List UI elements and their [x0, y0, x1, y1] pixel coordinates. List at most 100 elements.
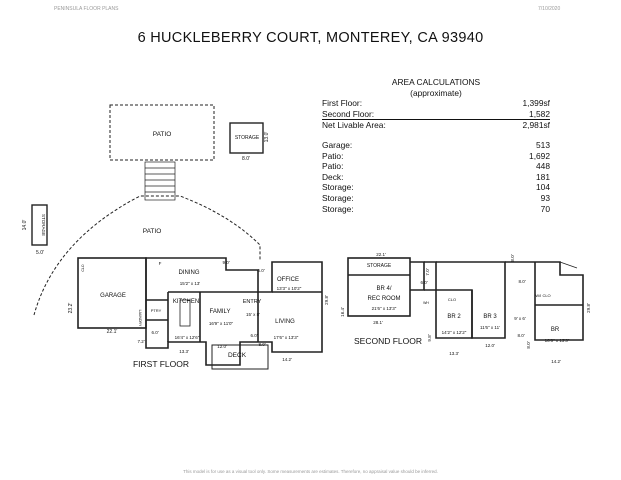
room-label-laundry: LAUNDRY — [138, 310, 142, 327]
dim-9-0: 9.0' — [222, 260, 229, 265]
dim-br4-w: 28.1' — [373, 320, 383, 325]
dim-entry: 15' x 8' — [246, 312, 260, 317]
dim-13-3: 13.3' — [179, 349, 189, 354]
date-label: 7/10/2020 — [538, 6, 561, 12]
dim-9x6: 9' x 6' — [514, 316, 526, 321]
area-value: 1,582 — [529, 108, 550, 119]
dim-storage-top-h: 13.0' — [264, 132, 270, 143]
dim-garage-w: 22.1' — [107, 329, 118, 335]
room-label-garage: GARAGE — [100, 293, 126, 299]
dim-living: 17'6" x 13'3" — [274, 335, 299, 340]
area-label: Deck: — [322, 171, 344, 182]
room-label-storage-left: STORAGE — [41, 214, 46, 236]
area-row: Patio: 1,692 — [322, 151, 550, 162]
area-label: Patio: — [322, 161, 344, 172]
dim-storage-2f: 22.1' — [376, 252, 386, 257]
room-label-br: BR — [551, 327, 560, 333]
dim-br-w: 14.2' — [551, 359, 561, 364]
area-label: Garage: — [322, 139, 353, 150]
dim-br2: 14'2" x 12'2" — [442, 330, 467, 335]
deck-outline — [211, 344, 269, 370]
area-value: 70 — [540, 203, 550, 214]
area-label: Storage: — [322, 203, 354, 214]
area-row: Storage:93 — [322, 193, 550, 204]
room-label-br3: BR 3 — [483, 314, 497, 320]
dim-8-0c: 8.0' — [526, 341, 531, 348]
dim-8-0d: 8.0' — [510, 254, 515, 261]
room-label-dining: DINING — [179, 270, 200, 276]
dim-garage-h: 23.2' — [68, 303, 74, 314]
storage-left-outline — [31, 204, 48, 246]
room-label-office: OFFICE — [277, 277, 299, 283]
dim-storage-left-w: 5.0' — [36, 250, 44, 256]
dim-br3-w: 12.0' — [485, 343, 495, 348]
dim-dining: 15'2" x 13' — [180, 281, 201, 286]
dim-8-0a: 8.0' — [518, 279, 525, 284]
dim-6-0b: 6.0' — [257, 268, 264, 273]
dim-6-0-2f: 6.0' — [420, 280, 427, 285]
room-label-kitchen: KITCHEN — [173, 299, 199, 305]
brand-label: PENINSULA FLOOR PLANS — [54, 6, 119, 12]
area-row: First Floor: 1,399sf — [322, 98, 550, 109]
first-floor-walls — [145, 257, 323, 366]
dim-8-0: 8.0' — [258, 342, 265, 347]
dim-office: 13'3" x 10'2" — [277, 286, 302, 291]
dim-br4: 21'6" x 13'3" — [372, 306, 397, 311]
dim-8-0b: 8.0' — [517, 333, 524, 338]
area-row: Storage: 70 — [322, 204, 550, 215]
dim-6-0a: 6.0' — [151, 330, 158, 335]
room-label-walkin-closet: W/I CLO — [535, 293, 550, 298]
area-value: 448 — [536, 161, 550, 172]
first-floor-caption: FIRST FLOOR — [133, 359, 189, 369]
dim-family: 16'9" x 11'0" — [209, 321, 234, 326]
room-label-patio-top: PATIO — [153, 131, 172, 138]
exterior-stairs — [144, 161, 176, 201]
area-label: Patio: — [322, 150, 344, 161]
area-value: 2,981sf — [522, 120, 550, 131]
area-value: 513 — [536, 139, 550, 150]
room-label-entry: ENTRY — [243, 299, 262, 305]
dim-29-8: 29.8' — [324, 295, 329, 305]
dim-kitchen: 16'4" x 12'6" — [175, 335, 200, 340]
room-label-br4: BR 4/ — [376, 286, 391, 292]
dim-14-2: 14.2' — [282, 357, 292, 362]
dim-storage-top-w: 8.0' — [242, 156, 250, 162]
area-row: Deck: 181 — [322, 172, 550, 183]
storage-top-outline — [229, 122, 264, 154]
kitchen-island — [179, 299, 191, 327]
room-label-wh: WH — [423, 301, 429, 305]
dim-br-h: 29.8' — [586, 303, 591, 313]
room-label-family: FAMILY — [210, 309, 231, 315]
area-row: Second Floor: 1,582 — [322, 109, 550, 121]
property-address-title: 6 HUCKLEBERRY COURT, MONTEREY, CA 93940 — [137, 30, 484, 46]
dim-7-0: 7.0' — [425, 268, 430, 275]
dim-br4-h: 16.4' — [340, 307, 345, 317]
dim-7-2: 7.2' — [137, 339, 144, 344]
room-label-living: LIVING — [275, 319, 295, 325]
room-label-storage-2f: STORAGE — [367, 263, 392, 269]
area-value: 181 — [536, 171, 550, 182]
second-floor-caption: SECOND FLOOR — [354, 336, 422, 346]
dim-f: F — [159, 261, 162, 266]
area-value: 93 — [540, 192, 550, 203]
room-label-closet-2f: CLO — [448, 297, 456, 302]
area-row: Net Livable Area: 2,981sf — [322, 120, 550, 131]
dim-9-8: 9.8' — [427, 334, 432, 341]
disclaimer-footer: This model is for use as a visual tool o… — [183, 469, 438, 474]
area-value: 1,692 — [529, 150, 550, 161]
area-row: Garage: 513 — [322, 140, 550, 151]
room-label-patio-big: PATIO — [143, 228, 162, 235]
area-label: First Floor: — [322, 98, 363, 109]
room-label-deck: DECK — [228, 352, 247, 359]
area-label: Net Livable Area: — [322, 120, 386, 131]
area-heading: AREA CALCULATIONS — [391, 77, 481, 87]
area-label: Second Floor: — [322, 108, 375, 119]
area-subheading: (approximate) — [410, 87, 462, 98]
dim-br: 16'6" x 13'3" — [545, 338, 570, 343]
area-label: Storage: — [322, 182, 354, 193]
dim-br2-w: 13.3' — [449, 351, 459, 356]
area-value: 104 — [536, 182, 550, 193]
area-value: 1,399sf — [522, 98, 550, 109]
dim-storage-left-h: 14.0' — [22, 220, 28, 231]
